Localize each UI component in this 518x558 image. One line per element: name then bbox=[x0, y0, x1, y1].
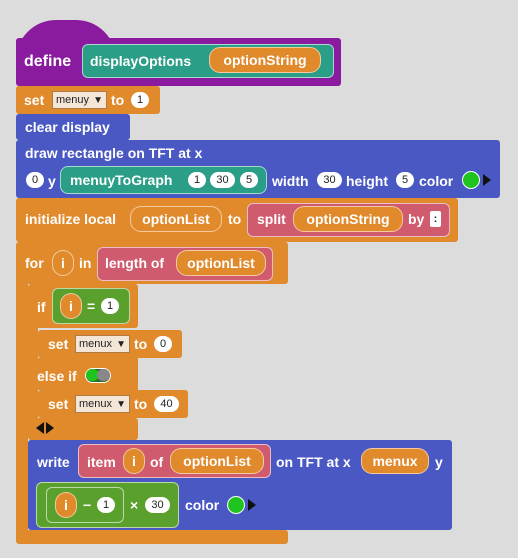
proc-name: displayOptions bbox=[90, 53, 192, 69]
equals-op: = bbox=[87, 298, 96, 314]
set-keyword-2: set bbox=[48, 336, 69, 352]
arg-1[interactable]: 1 bbox=[188, 172, 206, 188]
write-label: write bbox=[37, 454, 70, 470]
in-label: in bbox=[79, 255, 92, 271]
times-value-30[interactable]: 30 bbox=[145, 497, 170, 513]
for-loop-footer bbox=[16, 530, 288, 544]
height-label: height bbox=[346, 173, 388, 189]
option-list-var[interactable]: optionList bbox=[130, 206, 222, 232]
to-label-2: to bbox=[228, 211, 242, 227]
if-keyword: if bbox=[37, 299, 46, 315]
expr-var-i[interactable]: i bbox=[55, 492, 77, 518]
set-keyword-3: set bbox=[48, 396, 69, 412]
y-label: y bbox=[48, 173, 56, 189]
clear-display-label: clear display bbox=[25, 119, 110, 135]
length-of-option-list[interactable]: optionList bbox=[176, 250, 266, 276]
split-label: split bbox=[257, 211, 286, 227]
else-if-label: else if bbox=[37, 368, 77, 384]
initialize-local-label: initialize local bbox=[25, 211, 117, 227]
set-value-40[interactable]: 40 bbox=[154, 396, 179, 412]
var-dropdown-menux[interactable]: menux▼ bbox=[75, 335, 130, 353]
height-value[interactable]: 5 bbox=[396, 172, 414, 188]
mutator-arrows-icon[interactable] bbox=[36, 421, 60, 435]
if-var-i[interactable]: i bbox=[60, 293, 82, 319]
length-of-label: length of bbox=[105, 255, 165, 271]
else-if-row[interactable] bbox=[28, 358, 138, 390]
number-1[interactable]: 1 bbox=[131, 92, 149, 108]
to-label-4: to bbox=[134, 396, 148, 412]
draw-rect-label: draw rectangle on TFT at x bbox=[25, 145, 203, 161]
by-label: by bbox=[408, 211, 425, 227]
minus-value-1[interactable]: 1 bbox=[97, 497, 115, 513]
for-loop-left-arm bbox=[16, 280, 28, 542]
item-of-option-list[interactable]: optionList bbox=[170, 448, 264, 474]
arg-30[interactable]: 30 bbox=[210, 172, 235, 188]
var-dropdown-menuy[interactable]: menuy▼ bbox=[52, 91, 107, 109]
minus-op: − bbox=[83, 497, 92, 513]
toggle-switch-icon[interactable] bbox=[85, 368, 111, 383]
set-keyword: set bbox=[24, 92, 45, 108]
for-var-i[interactable]: i bbox=[52, 250, 74, 276]
separator-text[interactable]: : bbox=[430, 211, 441, 227]
to-label: to bbox=[111, 92, 125, 108]
y-label-2: y bbox=[435, 454, 443, 470]
clear-display-block[interactable] bbox=[16, 114, 130, 140]
to-label-3: to bbox=[134, 336, 148, 352]
on-tft-label: on TFT at x bbox=[276, 454, 351, 470]
x-var-menux[interactable]: menux bbox=[361, 448, 429, 474]
split-arg-option-string[interactable]: optionString bbox=[293, 206, 403, 232]
color-picker-arrow-icon[interactable] bbox=[483, 174, 491, 186]
x-value-0[interactable]: 0 bbox=[26, 172, 44, 188]
for-keyword: for bbox=[25, 255, 44, 271]
define-keyword: define bbox=[24, 53, 72, 70]
color-picker-arrow-icon-2[interactable] bbox=[248, 499, 256, 511]
times-op: × bbox=[130, 497, 139, 513]
var-dropdown-menux-2[interactable]: menux▼ bbox=[75, 395, 130, 413]
color-green-swatch[interactable] bbox=[462, 171, 480, 189]
width-value[interactable]: 30 bbox=[317, 172, 342, 188]
param-option-string[interactable]: optionString bbox=[209, 47, 321, 73]
color-label-2: color bbox=[185, 497, 220, 513]
item-label: item bbox=[87, 454, 116, 470]
menuy-to-graph-label: menuyToGraph bbox=[70, 172, 173, 188]
compare-value-1[interactable]: 1 bbox=[101, 298, 119, 314]
of-label: of bbox=[150, 454, 164, 470]
color-green-swatch-2[interactable] bbox=[227, 496, 245, 514]
item-var-i[interactable]: i bbox=[123, 448, 145, 474]
width-label: width bbox=[272, 173, 309, 189]
if-block-footer bbox=[28, 418, 138, 440]
color-label: color bbox=[419, 173, 454, 189]
arg-5[interactable]: 5 bbox=[240, 172, 258, 188]
set-value-0[interactable]: 0 bbox=[154, 336, 172, 352]
